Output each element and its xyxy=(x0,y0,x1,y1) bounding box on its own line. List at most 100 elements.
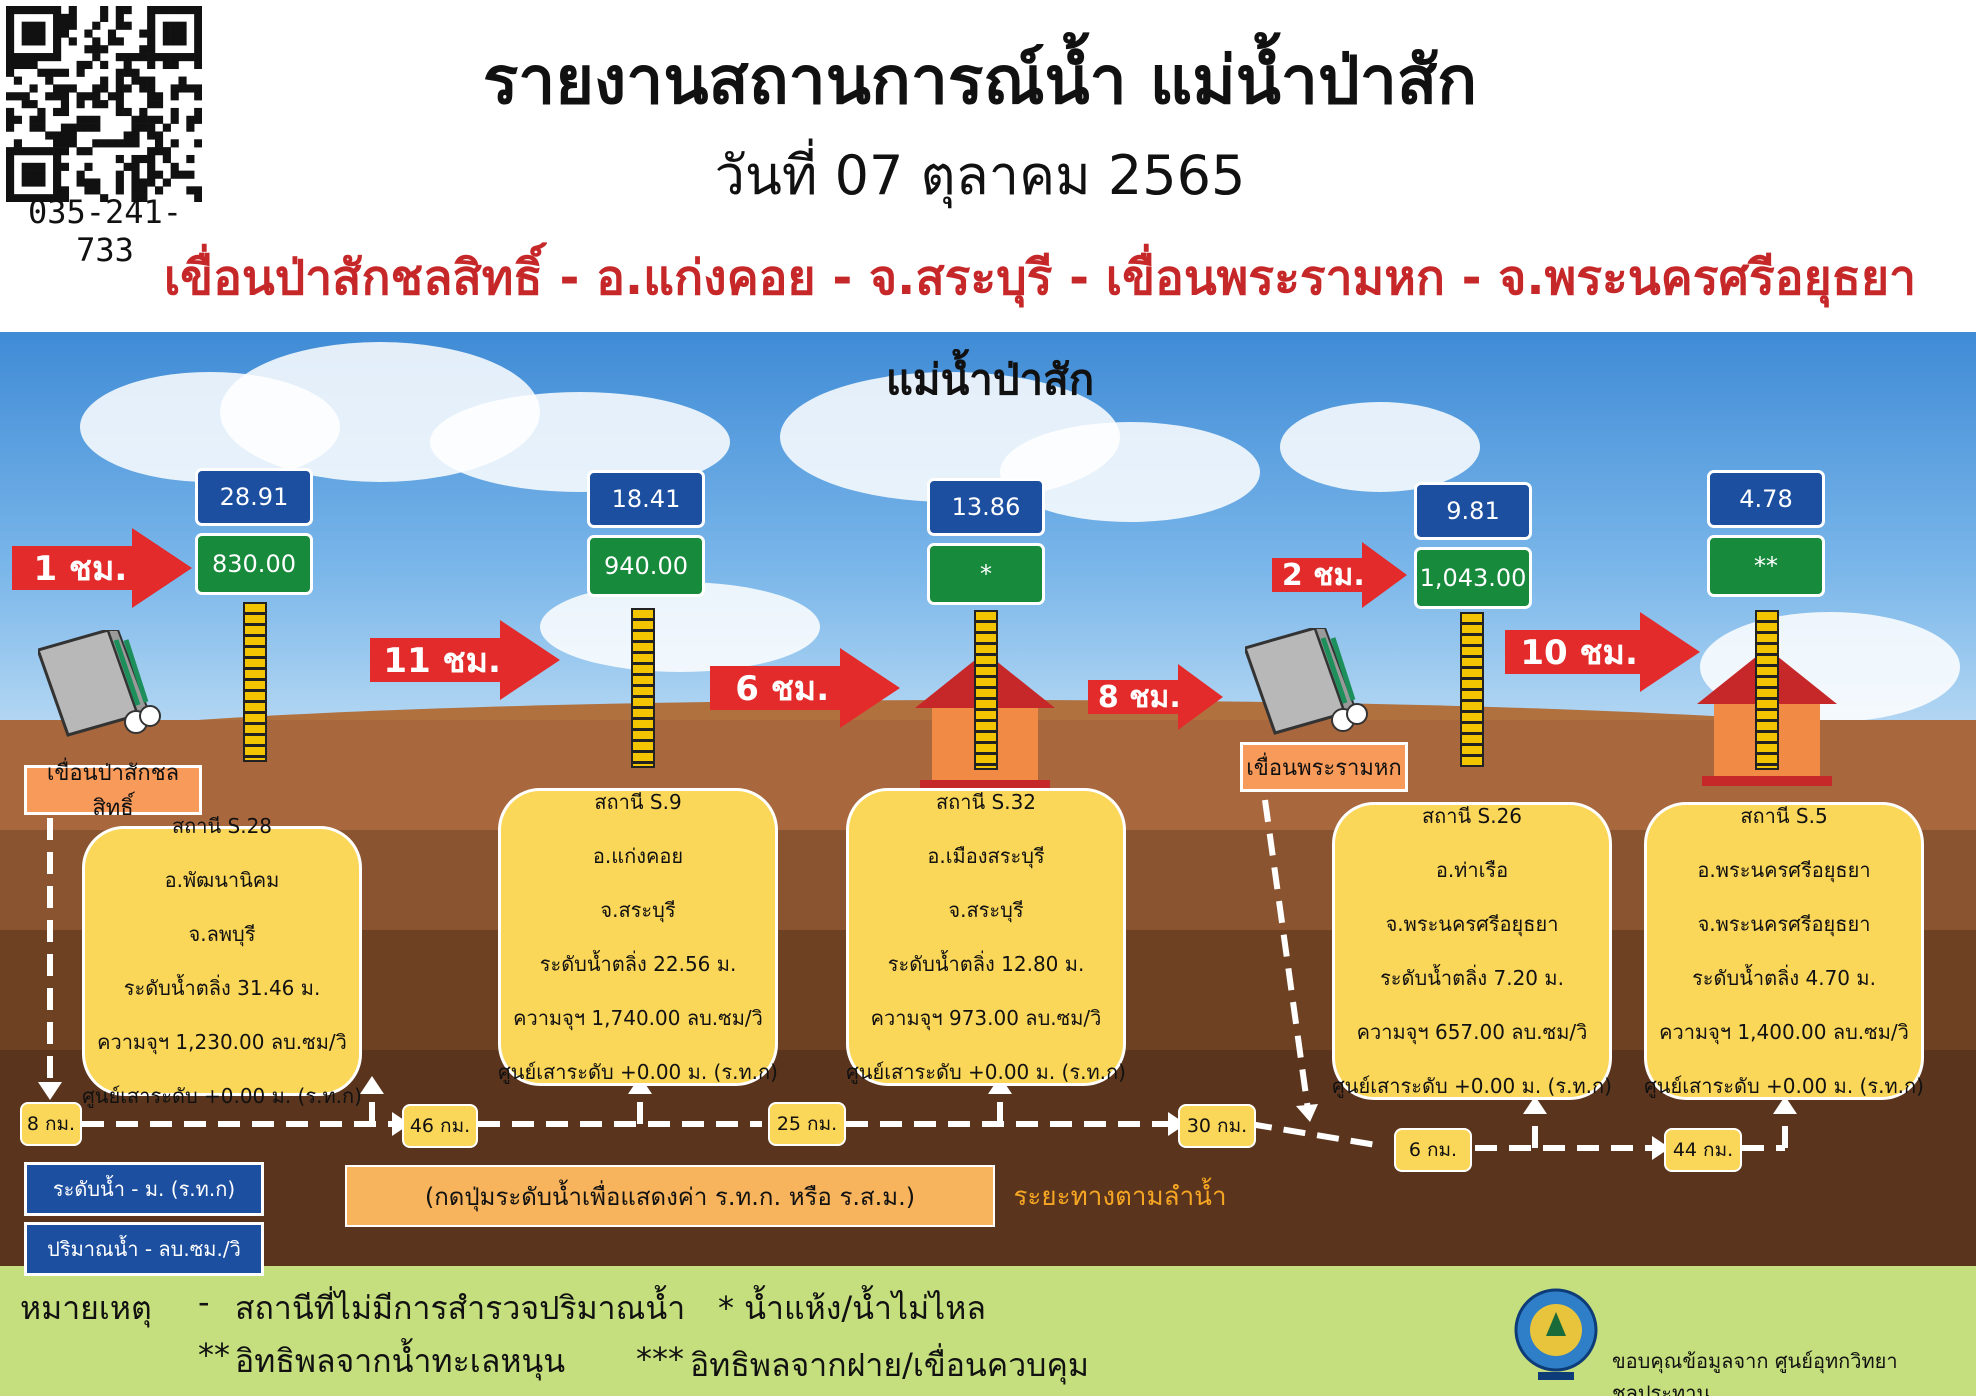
travel-time-label: 11 ชม. xyxy=(383,641,501,681)
qr-module xyxy=(6,92,15,101)
dam-label-pasak: เขื่อนป่าสักชลสิทธิ์ xyxy=(24,761,202,821)
qr-module xyxy=(170,84,179,93)
qr-module xyxy=(84,147,93,156)
qr-module xyxy=(123,107,132,117)
qr-module xyxy=(186,170,195,179)
qr-module xyxy=(154,131,164,140)
distance-badge: 46 กม. xyxy=(402,1104,478,1148)
qr-module xyxy=(162,53,171,62)
qr-module xyxy=(6,29,15,38)
qr-module xyxy=(123,162,132,171)
water-level-button[interactable]: 28.91 xyxy=(195,468,313,526)
qr-module xyxy=(147,170,156,179)
water-level-button[interactable]: 18.41 xyxy=(587,470,705,528)
station-district: อ.พัฒนานิคม xyxy=(164,868,280,892)
qr-module xyxy=(29,21,38,30)
station-name: สถานี S.26 xyxy=(1421,804,1523,828)
qr-module xyxy=(53,194,62,203)
qr-module xyxy=(92,21,101,30)
qr-module xyxy=(53,186,62,195)
qr-module xyxy=(123,68,132,77)
qr-module xyxy=(21,162,30,171)
qr-module xyxy=(194,29,203,38)
qr-module xyxy=(162,178,171,187)
station-district: อ.แก่งคอย xyxy=(592,844,684,868)
qr-module xyxy=(45,53,54,62)
legend-water-level: ระดับน้ำ - ม. (ร.ท.ก) xyxy=(24,1162,264,1216)
qr-module xyxy=(60,139,70,148)
station-name: สถานี S.9 xyxy=(594,790,682,814)
qr-module xyxy=(139,186,148,195)
qr-module xyxy=(37,6,46,15)
travel-time-label: 6 ชม. xyxy=(735,669,830,709)
qr-module xyxy=(60,84,70,93)
qr-module xyxy=(21,170,30,179)
water-flow-value: 830.00 xyxy=(195,533,313,595)
distance-badge: 30 กม. xyxy=(1178,1104,1256,1148)
qr-module xyxy=(84,186,93,195)
qr-module xyxy=(170,29,179,38)
travel-time-label: 8 ชม. xyxy=(1097,679,1181,715)
qr-module xyxy=(139,29,148,38)
qr-module xyxy=(6,170,15,179)
qr-module xyxy=(147,115,156,124)
station-card-s9: สถานี S.9 อ.แก่งคอย จ.สระบุรี ระดับน้ำตล… xyxy=(498,788,778,1086)
qr-module xyxy=(100,60,109,70)
qr-module xyxy=(170,170,179,179)
qr-module xyxy=(21,194,30,203)
travel-arrow-5: 2 ชม. xyxy=(1272,542,1407,608)
qr-module xyxy=(13,60,22,70)
irrigation-department-logo xyxy=(1512,1286,1600,1382)
water-level-button[interactable]: 4.78 xyxy=(1707,470,1825,528)
qr-module xyxy=(76,100,85,109)
qr-module xyxy=(154,92,164,101)
dam-label-rama6: เขื่อนพระรามหก xyxy=(1240,742,1408,792)
qr-module xyxy=(53,162,62,171)
qr-module xyxy=(139,53,148,62)
station-province: จ.สระบุรี xyxy=(600,898,676,922)
qr-module xyxy=(37,53,46,62)
qr-module xyxy=(60,123,70,132)
qr-module xyxy=(147,131,156,140)
qr-module xyxy=(194,60,203,70)
qr-module xyxy=(139,76,148,85)
water-level-button[interactable]: 13.86 xyxy=(927,478,1045,536)
qr-module xyxy=(154,53,164,62)
travel-arrow-1: 1 ชม. xyxy=(12,528,192,608)
qr-module xyxy=(6,13,15,22)
qr-module xyxy=(60,13,70,22)
qr-module xyxy=(154,100,164,109)
qr-module xyxy=(147,60,156,70)
qr-module xyxy=(37,107,46,117)
qr-module xyxy=(139,115,148,124)
gauge-pole xyxy=(631,608,655,768)
qr-module xyxy=(84,92,93,101)
level-toggle-hint[interactable]: (กดปุ่มระดับน้ำเพื่อแสดงค่า ร.ท.ก. หรือ … xyxy=(345,1165,995,1227)
note-tidal: อิทธิพลจากน้ำทะเลหนุน xyxy=(235,1342,566,1380)
qr-module xyxy=(13,76,22,85)
qr-module xyxy=(68,21,77,30)
qr-module xyxy=(53,6,62,15)
qr-module xyxy=(139,84,148,93)
qr-module xyxy=(186,53,195,62)
qr-module xyxy=(131,186,140,195)
qr-module xyxy=(29,37,38,46)
qr-module xyxy=(76,178,85,187)
water-flow-value: * xyxy=(927,543,1045,605)
water-level-button[interactable]: 9.81 xyxy=(1414,482,1532,540)
qr-module xyxy=(131,154,140,164)
qr-module xyxy=(115,53,124,62)
qr-module xyxy=(115,21,124,30)
report-date: วันที่ 07 ตุลาคม 2565 xyxy=(714,144,1246,207)
qr-module xyxy=(186,123,195,132)
qr-module xyxy=(162,37,171,46)
qr-module xyxy=(29,194,38,203)
qr-module xyxy=(6,162,15,171)
qr-module xyxy=(147,92,156,101)
qr-module xyxy=(162,123,171,132)
qr-module xyxy=(21,92,30,101)
qr-module xyxy=(60,162,70,171)
qr-module xyxy=(21,6,30,15)
qr-module xyxy=(131,162,140,171)
travel-time-label: 1 ชม. xyxy=(33,549,128,589)
